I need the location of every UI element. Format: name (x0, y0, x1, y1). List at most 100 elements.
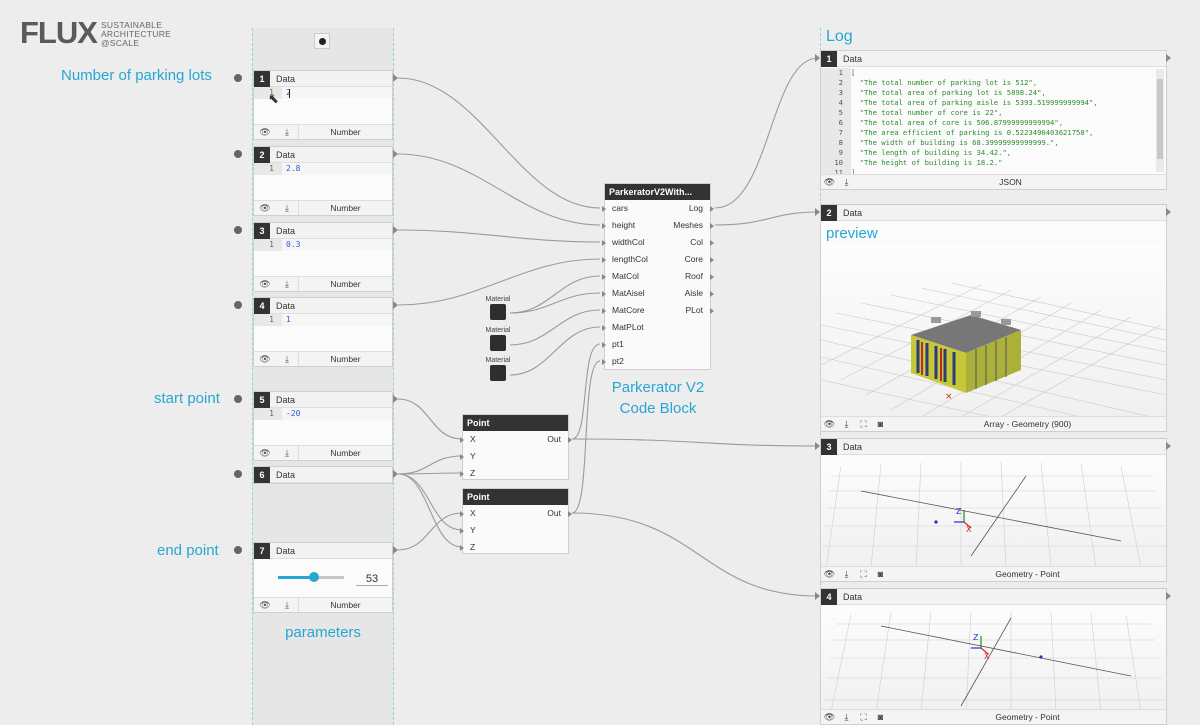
code-editor[interactable]: 1 2.8 (254, 163, 392, 175)
input-port[interactable] (815, 208, 820, 216)
input-port[interactable] (815, 54, 820, 62)
output-port[interactable] (393, 301, 398, 309)
data-node-6[interactable]: 6 Data (253, 466, 393, 484)
port-y[interactable]: Y (460, 525, 476, 535)
node-header[interactable]: 7 Data (254, 542, 392, 559)
code-value[interactable]: 2 (282, 87, 392, 99)
node-header[interactable]: 1 Data (254, 70, 392, 87)
log-scrollbar[interactable] (1156, 69, 1164, 172)
eye-icon[interactable]: 👁 (259, 353, 271, 364)
code-editor[interactable]: 1 1 (254, 314, 392, 326)
code-value[interactable]: 2.8 (282, 163, 392, 175)
port-z[interactable]: Z (459, 542, 475, 552)
material-swatch[interactable] (490, 304, 506, 320)
output-port[interactable] (393, 546, 398, 554)
data-node-2[interactable]: 2 Data 1 2.8 👁 ⤓ Number (253, 146, 393, 216)
download-icon[interactable]: ⤓ (844, 568, 849, 579)
port-x[interactable]: X (460, 508, 476, 518)
eye-icon[interactable]: 👁 (823, 711, 836, 722)
port-mataisel[interactable]: MatAisel (602, 288, 645, 298)
record-icon[interactable] (314, 33, 330, 49)
output-port[interactable] (1166, 208, 1171, 216)
camera-icon[interactable]: ◙ (877, 712, 884, 722)
node-header[interactable]: 2 Data (254, 146, 392, 163)
port-z[interactable]: Z (459, 468, 475, 478)
port-out-col[interactable]: Col (690, 237, 714, 247)
output-port[interactable] (393, 150, 398, 158)
eye-icon[interactable]: 👁 (259, 278, 271, 289)
block-title[interactable]: Point (463, 489, 568, 505)
port-widthcol[interactable]: widthCol (602, 237, 645, 247)
download-icon[interactable]: ⤓ (285, 599, 289, 610)
scrollbar-thumb[interactable] (1157, 79, 1163, 159)
port-cars[interactable]: cars (601, 203, 628, 213)
port-out-plot[interactable]: PLot (686, 305, 714, 315)
code-value[interactable]: -20 (282, 408, 392, 420)
node-header[interactable]: 3 Data (821, 438, 1166, 455)
node-header[interactable]: 1 Data (821, 50, 1166, 67)
point-block-1[interactable]: Point X Y Z Out (459, 414, 572, 480)
slider-knob[interactable] (309, 572, 320, 582)
download-icon[interactable]: ⤓ (285, 353, 289, 364)
input-port-1[interactable] (234, 74, 242, 82)
output-port[interactable] (1166, 54, 1171, 62)
eye-icon[interactable]: 👁 (823, 568, 836, 579)
material-node-1[interactable]: Material (484, 296, 512, 320)
download-icon[interactable]: ⤓ (285, 202, 289, 213)
code-value[interactable]: 0.3 (282, 239, 392, 251)
log-node[interactable]: 1 Data 1[2 "The total number of parking … (820, 50, 1167, 190)
slider-value[interactable]: 53 (356, 573, 388, 586)
node-header[interactable]: 2 Data (821, 204, 1166, 221)
3d-viewport[interactable]: × (821, 245, 1166, 417)
node-header[interactable]: 4 Data (821, 588, 1166, 605)
data-node-3[interactable]: 3 Data 1 0.3 👁 ⤓ Number (253, 222, 393, 292)
download-icon[interactable]: ⤓ (844, 176, 849, 187)
download-icon[interactable]: ⤓ (844, 711, 849, 722)
port-pt1[interactable]: pt1 (602, 339, 624, 349)
code-editor[interactable]: 1 -20 (254, 408, 392, 420)
input-port-3[interactable] (234, 226, 242, 234)
input-port-2[interactable] (234, 150, 242, 158)
preview-node[interactable]: 2 Data preview (820, 204, 1167, 432)
camera-icon[interactable]: ◙ (877, 569, 884, 579)
port-out-core[interactable]: Core (685, 254, 715, 264)
port-matcol[interactable]: MatCol (602, 271, 639, 281)
start-point-preview-node[interactable]: 3 Data Z X 👁 ⤓ ⛶ ◙ Geometry (820, 438, 1167, 582)
number-slider[interactable] (278, 572, 344, 582)
download-icon[interactable]: ⤓ (844, 418, 849, 429)
port-out-roof[interactable]: Roof (685, 271, 714, 281)
material-node-2[interactable]: Material (484, 327, 512, 351)
input-port-4[interactable] (234, 301, 242, 309)
code-editor[interactable]: 1 2 (254, 87, 392, 99)
data-node-5[interactable]: 5 Data 1 -20 👁 ⤓ Number (253, 391, 393, 461)
block-title[interactable]: ParkeratorV2With... (605, 184, 710, 200)
output-port[interactable] (393, 226, 398, 234)
eye-icon[interactable]: 👁 (823, 418, 836, 429)
download-icon[interactable]: ⤓ (285, 447, 289, 458)
input-port[interactable] (815, 592, 820, 600)
port-height[interactable]: height (601, 220, 635, 230)
data-node-4[interactable]: 4 Data 1 1 👁 ⤓ Number (253, 297, 393, 367)
input-port[interactable] (815, 442, 820, 450)
data-node-7[interactable]: 7 Data 53 👁 ⤓ Number (253, 542, 393, 613)
output-port[interactable] (393, 395, 398, 403)
parkerator-code-block[interactable]: ParkeratorV2With... cars height widthCol… (601, 183, 715, 370)
download-icon[interactable]: ⤓ (285, 278, 289, 289)
output-port[interactable] (393, 74, 398, 82)
eye-icon[interactable]: 👁 (259, 599, 271, 610)
point-block-2[interactable]: Point X Y Z Out (459, 488, 572, 554)
eye-icon[interactable]: 👁 (259, 202, 271, 213)
fit-view-icon[interactable]: ⛶ (860, 418, 867, 429)
node-header[interactable]: 6 Data (254, 466, 392, 483)
code-editor[interactable]: 1 0.3 (254, 239, 392, 251)
material-node-3[interactable]: Material (484, 357, 512, 381)
input-port-7[interactable] (234, 546, 242, 554)
code-value[interactable]: 1 (282, 314, 392, 326)
port-y[interactable]: Y (460, 451, 476, 461)
log-code-view[interactable]: 1[2 "The total number of parking lot is … (821, 68, 1154, 178)
output-port[interactable] (393, 470, 398, 478)
port-out-meshes[interactable]: Meshes (673, 220, 714, 230)
material-swatch[interactable] (490, 365, 506, 381)
port-pt2[interactable]: pt2 (602, 356, 624, 366)
port-out-aisle[interactable]: Aisle (685, 288, 715, 298)
